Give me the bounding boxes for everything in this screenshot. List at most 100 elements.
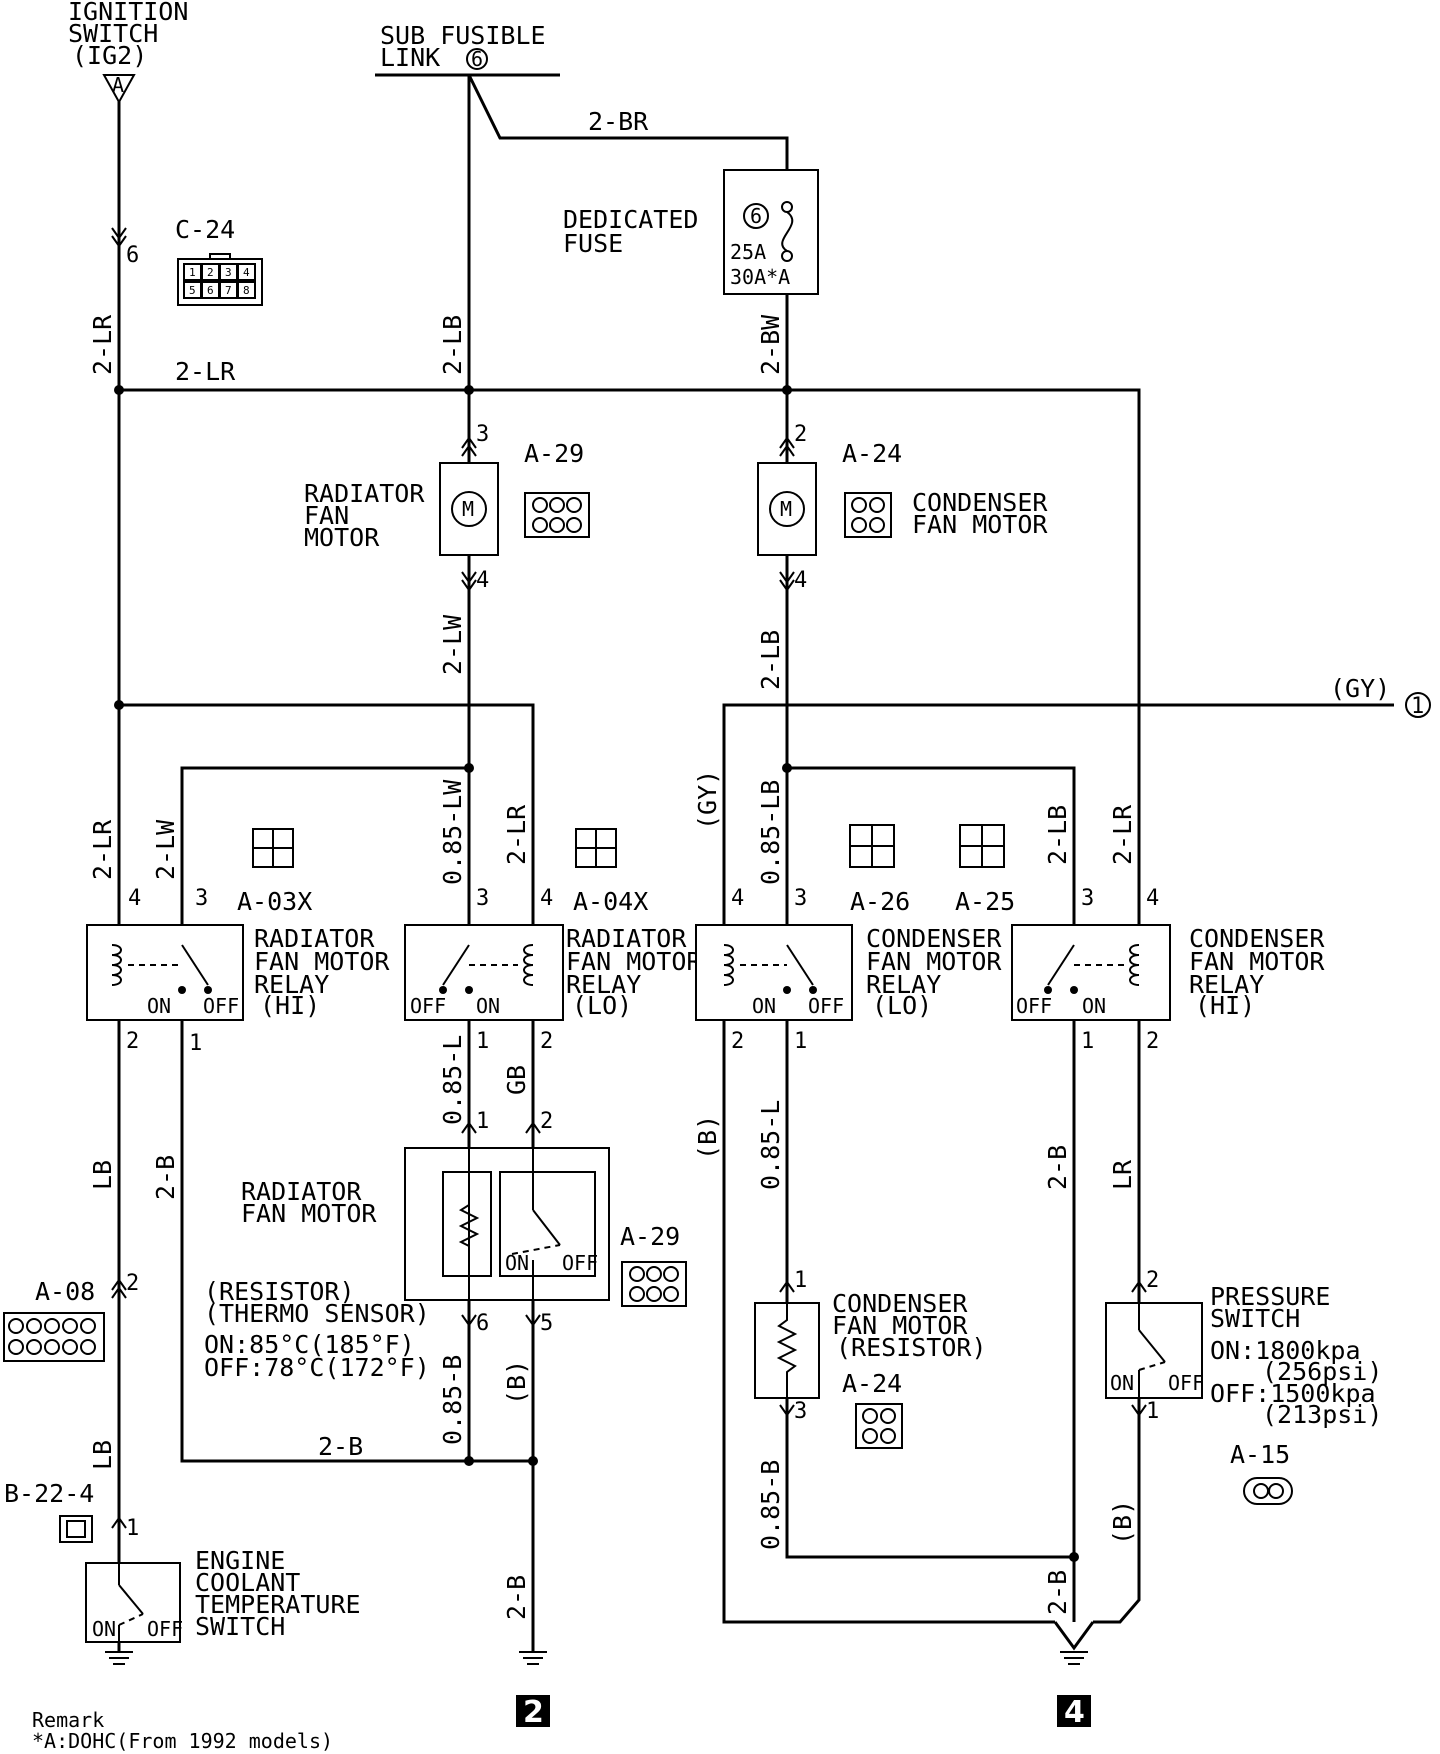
gy-reference-number: 1	[1411, 694, 1424, 719]
svg-text:0.85-B: 0.85-B	[438, 1355, 467, 1445]
svg-text:FAN: FAN	[304, 501, 349, 530]
svg-text:GB: GB	[502, 1065, 531, 1095]
ground-ref-4-box	[1057, 1695, 1091, 1727]
svg-text:2-B: 2-B	[1043, 1570, 1072, 1615]
svg-text:RADIATOR: RADIATOR	[241, 1177, 362, 1206]
ect-switch-label: ENGINE COOLANT TEMPERATURE SWITCH	[195, 1546, 361, 1641]
fuse-element-icon	[781, 201, 794, 262]
svg-text:LB: LB	[88, 1440, 117, 1470]
svg-text:4: 4	[540, 886, 553, 911]
a29-connector-icon-bottom	[621, 1261, 687, 1307]
svg-text:FAN MOTOR: FAN MOTOR	[254, 947, 390, 976]
wire-labels: 2-BR 2-LR (GY) 2-B 2-LR 2-LB 2-BW 2-LW 2…	[88, 107, 1390, 1620]
svg-text:2: 2	[126, 1271, 139, 1296]
a24-connector-icon-top	[844, 492, 892, 538]
rad-fan-motor2-label: RADIATOR FAN MOTOR	[241, 1177, 377, 1228]
pressure-switch-contact	[1138, 1329, 1166, 1363]
svg-text:FAN MOTOR: FAN MOTOR	[832, 1311, 968, 1340]
svg-text:7: 7	[225, 284, 232, 297]
svg-text:2-BR: 2-BR	[588, 107, 649, 136]
a04x-connector-icon	[575, 828, 617, 868]
svg-text:4: 4	[128, 886, 141, 911]
a29-connector-icon-top	[524, 492, 590, 538]
svg-text:4: 4	[1146, 886, 1159, 911]
c24-connector-icon: 1 2 3 4 5 6 7 8	[177, 253, 263, 306]
a24-label-top: A-24	[842, 439, 902, 468]
radiator-relay-hi-label: RADIATOR FAN MOTOR RELAY (HI)	[254, 924, 390, 1020]
svg-text:CONDENSER: CONDENSER	[866, 924, 1002, 953]
fuse-rating-30a: 30A*A	[730, 265, 790, 289]
svg-text:OFF: OFF	[1168, 1371, 1204, 1395]
svg-text:(LO): (LO)	[872, 991, 932, 1020]
svg-text:ON: ON	[1110, 1371, 1134, 1395]
svg-text:IGNITION: IGNITION	[68, 0, 188, 26]
svg-text:2: 2	[540, 1109, 553, 1134]
svg-text:1: 1	[126, 1516, 139, 1541]
svg-text:PRESSURE: PRESSURE	[1210, 1282, 1330, 1311]
radiator-motor-icon	[451, 491, 487, 527]
ignition-connector-triangle	[102, 74, 136, 105]
sub-fusible-link-label: SUB FUSIBLE LINK	[380, 21, 546, 72]
condenser-relay-hi-contact	[1047, 944, 1075, 986]
svg-text:FAN MOTOR: FAN MOTOR	[912, 510, 1048, 539]
svg-text:ENGINE: ENGINE	[195, 1546, 285, 1575]
svg-text:RELAY: RELAY	[1189, 970, 1264, 999]
svg-text:(IG2): (IG2)	[72, 41, 147, 70]
svg-text:TEMPERATURE: TEMPERATURE	[195, 1590, 361, 1619]
ground-ref-2-box	[516, 1695, 550, 1727]
svg-text:ON:85°C(185°F): ON:85°C(185°F)	[204, 1330, 415, 1359]
svg-text:OFF: OFF	[1016, 994, 1052, 1018]
svg-text:0.85-L: 0.85-L	[438, 1035, 467, 1125]
dedicated-fuse-label: DEDICATED FUSE	[563, 205, 698, 258]
svg-text:(B): (B)	[502, 1360, 531, 1405]
fuse-number: 6	[750, 204, 762, 228]
svg-text:2: 2	[126, 1029, 139, 1054]
svg-text:2-LR: 2-LR	[175, 357, 236, 386]
a24-connector-icon-bottom	[855, 1403, 903, 1449]
svg-text:COOLANT: COOLANT	[195, 1568, 300, 1597]
svg-text:(B): (B)	[693, 1115, 722, 1160]
svg-text:3: 3	[225, 266, 232, 279]
svg-text:RELAY: RELAY	[566, 970, 641, 999]
svg-text:(RESISTOR): (RESISTOR)	[204, 1277, 355, 1306]
svg-text:OFF: OFF	[203, 994, 239, 1018]
condenser-fan-motor-label: CONDENSER FAN MOTOR	[912, 488, 1048, 539]
radiator-relay-hi-coil	[111, 944, 122, 986]
svg-text:OFF: OFF	[562, 1251, 598, 1275]
a24-label-bottom: A-24	[842, 1369, 902, 1398]
svg-text:RELAY: RELAY	[866, 970, 941, 999]
svg-text:4: 4	[731, 886, 744, 911]
svg-text:OFF: OFF	[410, 994, 446, 1018]
svg-text:2-LB: 2-LB	[1043, 805, 1072, 865]
svg-text:1: 1	[476, 1109, 489, 1134]
svg-text:(THERMO SENSOR): (THERMO SENSOR)	[204, 1299, 430, 1328]
rad-resistor-inner	[442, 1171, 492, 1277]
radiator-relay-lo-coil	[523, 944, 534, 986]
condenser-relay-hi-coil	[1129, 944, 1140, 986]
sub-fusible-number: 6	[471, 47, 483, 71]
svg-text:M: M	[462, 497, 474, 521]
condenser-relay-lo-contact	[786, 944, 814, 986]
svg-text:SUB FUSIBLE: SUB FUSIBLE	[380, 21, 546, 50]
svg-text:1: 1	[476, 1029, 489, 1054]
rad-resistor-icon	[458, 1195, 480, 1256]
radiator-relay-lo-label: RADIATOR FAN MOTOR RELAY (LO)	[566, 924, 702, 1020]
svg-text:2: 2	[540, 1029, 553, 1054]
junction-dots	[114, 385, 1079, 1562]
fuse-rating-25a: 25A	[730, 240, 766, 264]
a04x-label: A-04X	[573, 887, 648, 916]
condenser-relay-lo-box	[695, 924, 853, 1021]
resistor-thermo-label: (RESISTOR) (THERMO SENSOR) ON:85°C(185°F…	[204, 1277, 430, 1382]
svg-text:3: 3	[794, 1399, 807, 1424]
condenser-motor-icon	[769, 491, 805, 527]
svg-text:2-LB: 2-LB	[438, 315, 467, 375]
rad-resistor-thermo-box	[404, 1147, 610, 1301]
gy-reference-circle	[1405, 692, 1431, 718]
ground-symbol-right	[1060, 1651, 1088, 1665]
svg-text:1: 1	[189, 1031, 202, 1056]
b224-connector-icon	[59, 1515, 93, 1543]
svg-text:2-BW: 2-BW	[756, 314, 785, 375]
ground-symbol-left	[105, 1651, 133, 1665]
svg-text:FAN MOTOR: FAN MOTOR	[566, 947, 702, 976]
